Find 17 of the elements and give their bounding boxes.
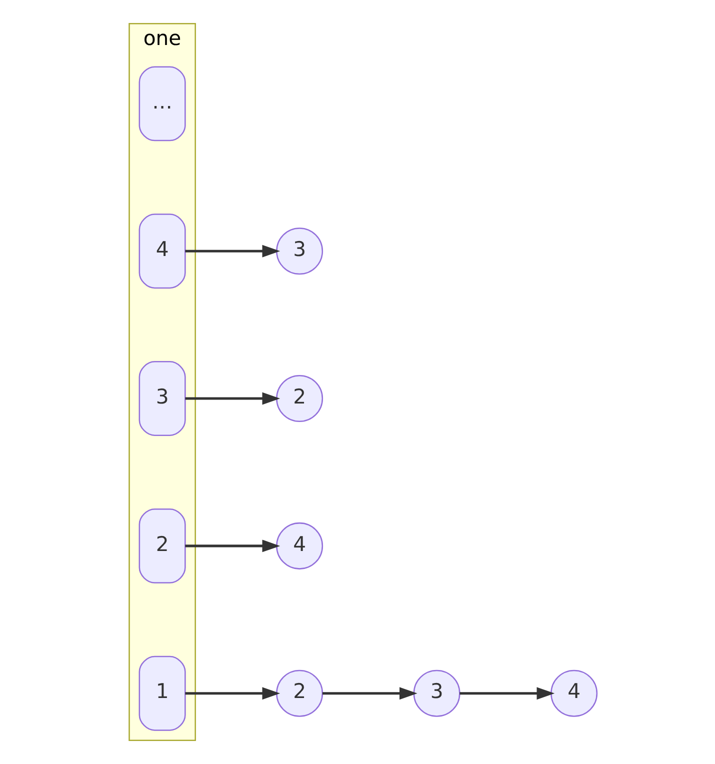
- arrow: [184, 687, 280, 700]
- node-box: 2: [138, 508, 186, 584]
- node-circle: 2: [276, 375, 323, 422]
- node-circle: 3: [276, 228, 323, 275]
- arrow: [322, 687, 417, 700]
- node-circle: 3: [412, 670, 460, 717]
- arrow: [184, 392, 280, 405]
- arrow: [459, 687, 554, 700]
- node-circle: 4: [550, 670, 598, 717]
- node-box: 3: [138, 361, 186, 436]
- arrow: [184, 244, 280, 258]
- node-box: 4: [138, 214, 186, 289]
- node-circle: 2: [276, 670, 323, 717]
- node-box: 1: [138, 656, 186, 731]
- arrow: [184, 540, 280, 552]
- node-circle: 4: [276, 522, 323, 570]
- node-box: …: [138, 66, 186, 142]
